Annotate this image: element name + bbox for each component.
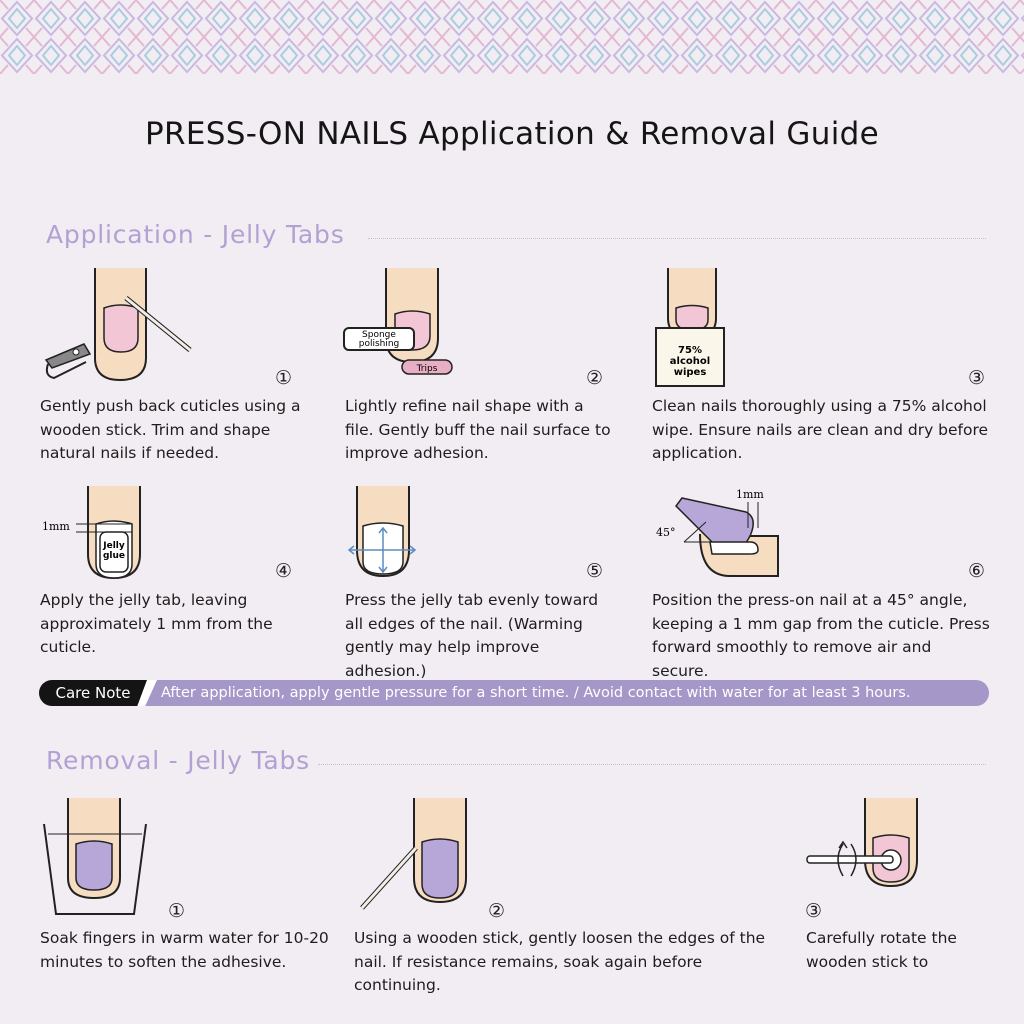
angle-label: 45° [656,526,676,539]
step-number: ⑥ [968,560,986,582]
sponge-label-line1: Sponge [362,330,396,340]
step-description: Position the press-on nail at a 45° angl… [652,591,990,680]
step-description: Carefully rotate the wooden stick to [806,929,957,971]
step-description: Soak fingers in warm water for 10-20 min… [40,929,329,971]
wipe-label-line1: 75% [678,345,702,356]
trips-label: Trips [416,364,438,374]
jelly-label-line1: Jelly [102,541,125,551]
sponge-label-line2: polishing [359,339,400,349]
press-jelly-tab-illustration [347,486,417,578]
wipe-label-line3: wipes [674,367,707,378]
step-description: Using a wooden stick, gently loosen the … [354,929,766,994]
step-description: Lightly refine nail shape with a file. G… [345,397,611,462]
step-description: Press the jelly tab evenly toward all ed… [345,591,599,680]
gap-label: 1mm [42,520,70,533]
page-title: PRESS-ON NAILS Application & Removal Gui… [145,116,879,152]
step-number: ④ [275,560,293,582]
soak-water-illustration [43,798,147,915]
step-number: ② [488,900,506,922]
angle-placement-illustration: 1mm 45° [656,488,779,577]
wipe-label-line2: alcohol [670,356,710,367]
cuticle-push-illustration [44,268,192,382]
jelly-label-line2: glue [103,551,125,561]
step-number: ③ [805,900,823,922]
loosen-edges-illustration [360,798,467,910]
step-description: Gently push back cuticles using a wooden… [40,397,301,462]
step-number: ① [275,367,293,389]
step-description: Clean nails thoroughly using a 75% alcoh… [652,397,989,462]
step-description: Apply the jelly tab, leaving approximate… [40,591,273,656]
care-note-label: Care Note [39,680,147,706]
rotate-stick-illustration [806,798,918,888]
care-note-bar: Care Note After application, apply gentl… [39,680,989,706]
removal-heading: Removal - Jelly Tabs [46,746,310,775]
section-divider [368,238,986,239]
step-number: ② [586,367,604,389]
nail-file-illustration: Sponge polishing Trips [343,268,453,375]
step-number: ③ [968,367,986,389]
application-heading: Application - Jelly Tabs [46,220,345,249]
care-note-text: After application, apply gentle pressure… [161,685,911,701]
step-number: ⑤ [586,560,604,582]
decorative-pattern-band [0,0,1024,74]
jelly-tab-illustration: Jelly glue 1mm [42,486,141,580]
section-divider [318,764,986,765]
gap-label: 1mm [736,488,764,501]
step-number: ① [168,900,186,922]
alcohol-wipe-illustration: 75% alcohol wipes [655,268,725,387]
care-note-background [39,680,989,706]
